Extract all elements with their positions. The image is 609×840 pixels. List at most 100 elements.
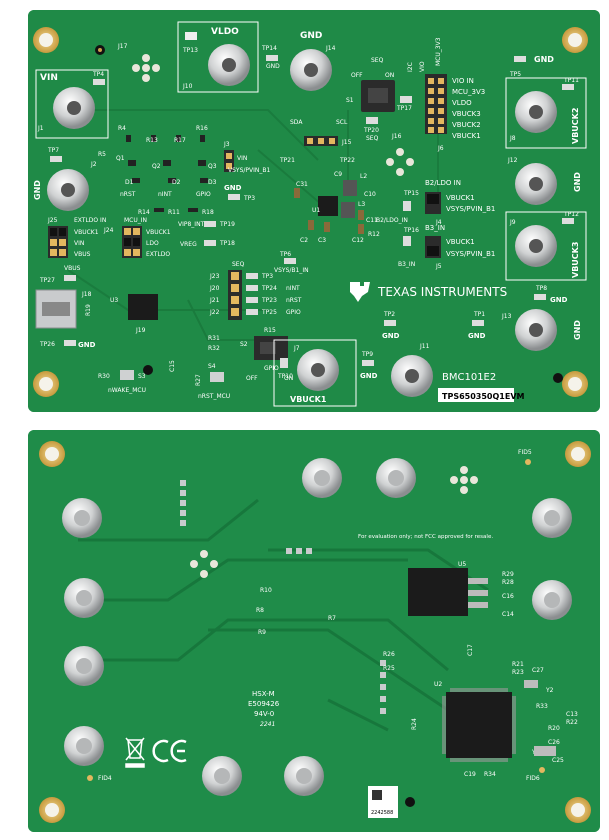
- u2-ref-r21: R21: [512, 661, 524, 668]
- ref-r8: R8: [256, 607, 264, 614]
- mounting-holes: [33, 27, 588, 397]
- hsx-marking: HSX-M: [252, 690, 275, 698]
- j25-opt3: VBUS: [74, 251, 91, 258]
- r30-label: R30: [98, 373, 110, 380]
- s2-gpio: GPIO: [264, 365, 279, 372]
- tp18-label: TP18: [219, 240, 235, 247]
- seq-row1-ref: J20: [209, 285, 220, 292]
- j25-title: EXTLDO IN: [74, 217, 106, 224]
- gpio-label: GPIO: [196, 191, 211, 198]
- ref-c31: C31: [296, 181, 308, 188]
- ref-r10: R10: [260, 587, 272, 594]
- ref-r11: R11: [168, 209, 180, 216]
- gnd-right1: GND: [573, 172, 582, 192]
- mcu-u2: [442, 688, 516, 762]
- j13-label: J13: [501, 313, 512, 320]
- fid6-label: FID6: [526, 775, 540, 782]
- nwake-button-s3[interactable]: [120, 370, 134, 380]
- gnd-j14-connector[interactable]: [266, 49, 332, 91]
- vbuck1-label: VBUCK1: [290, 395, 327, 404]
- j8-label: J8: [509, 135, 516, 142]
- s3-label: S3: [138, 373, 146, 380]
- ref-r4: R4: [118, 125, 126, 132]
- tp20-label: TP20: [363, 127, 379, 134]
- gnd-top-label: GND: [300, 31, 322, 41]
- seq-row3-ref: J22: [209, 309, 220, 316]
- vio-opt-2: VLDO: [452, 99, 472, 107]
- led-indicator-area: [126, 135, 208, 212]
- ti-logo: [350, 282, 370, 302]
- u2-label: U2: [434, 681, 442, 688]
- vio-header-j6[interactable]: [425, 74, 447, 134]
- tp19-label: TP19: [219, 221, 235, 228]
- u2-ref-r34: R34: [484, 771, 496, 778]
- ti-brand: TEXAS INSTRUMENTS: [377, 285, 507, 299]
- b3-opt2: VSYS/PVIN_B1: [446, 250, 495, 258]
- r19-label: R19: [85, 304, 92, 316]
- r27-label: R27: [195, 374, 202, 386]
- board-name: BMC101E2: [442, 372, 496, 383]
- j24-opt3: EXTLDO: [146, 251, 170, 258]
- tp21-label: TP21: [279, 157, 295, 164]
- seq-title: SEQ: [371, 57, 384, 64]
- vin-connector[interactable]: [35, 69, 109, 139]
- j6-label: J6: [437, 145, 444, 152]
- u2-ref-c19: C19: [464, 771, 476, 778]
- tp3-label: TP3: [243, 195, 255, 202]
- vreg-label: VREG: [180, 241, 197, 248]
- vldo-connector[interactable]: [177, 21, 259, 93]
- ref-l3: L3: [358, 201, 365, 208]
- part-number: TPS650350Q1EVM: [442, 392, 525, 401]
- ref-c11: C11: [366, 217, 378, 224]
- r15-label: R15: [264, 327, 276, 334]
- gnd-usb: GND: [78, 341, 96, 349]
- j17-pads: [132, 54, 160, 82]
- tp5-label: TP5: [509, 71, 521, 78]
- ref-q2: Q2: [152, 163, 161, 170]
- b2-opt1: VBUCK1: [446, 194, 475, 202]
- j18-label: J18: [81, 291, 92, 298]
- regulator-u5: [408, 568, 488, 616]
- fid5-label: FID5: [518, 449, 532, 456]
- gnd-mid: GND: [224, 184, 242, 192]
- seq-off: OFF: [351, 72, 363, 79]
- ref-d3: D3: [208, 179, 217, 186]
- ref-d2: D2: [172, 179, 181, 186]
- weee-icon: [125, 737, 145, 768]
- rating-marking: 94V-0: [254, 710, 274, 718]
- vbuck3-connector[interactable]: [505, 211, 587, 281]
- vsys-b1-label: VSYS/B1_IN: [274, 267, 309, 274]
- ref-c2: C2: [300, 237, 308, 244]
- tp15-label: TP15: [403, 190, 419, 197]
- ref-q3: Q3: [208, 163, 217, 170]
- ref-r26: R26: [383, 651, 395, 658]
- s4-label: S4: [208, 363, 216, 370]
- vbuck2-connector[interactable]: [505, 56, 587, 149]
- j3-header[interactable]: [224, 150, 234, 172]
- u5-ref3: C14: [502, 611, 514, 618]
- tp17-label: TP17: [396, 105, 412, 112]
- seq-test-header[interactable]: [228, 270, 242, 320]
- vbuck2-label: VBUCK2: [571, 108, 580, 144]
- seq-on: ON: [385, 72, 394, 79]
- u5-ref0: R29: [502, 571, 514, 578]
- nrst-button-s4[interactable]: [210, 372, 224, 382]
- j25-opt2: VIN: [74, 240, 84, 247]
- tp9-label: TP9: [361, 351, 373, 358]
- gnd-tp8: GND: [550, 296, 568, 304]
- j4-label: J4: [435, 219, 442, 226]
- u3-label: U3: [110, 297, 118, 304]
- vbus-label: VBUS: [64, 265, 81, 272]
- ref-r5: R5: [98, 151, 106, 158]
- vio-opt-1: MCU_3V3: [452, 88, 485, 96]
- vbuck1-connector[interactable]: [273, 339, 357, 407]
- u2-ref-c13: C13: [566, 711, 578, 718]
- vbuck3-label: VBUCK3: [571, 242, 580, 278]
- c15-label: C15: [169, 360, 176, 372]
- vin-label: VIN: [40, 73, 58, 83]
- tp10-label: TP10: [277, 373, 293, 380]
- vio-opt-4: VBUCK2: [452, 121, 481, 129]
- u2-ref-c17: C17: [467, 644, 474, 656]
- gnd-tp1: GND: [468, 332, 486, 340]
- fcc-notice: For evaluation only; not FCC approved fo…: [358, 534, 493, 540]
